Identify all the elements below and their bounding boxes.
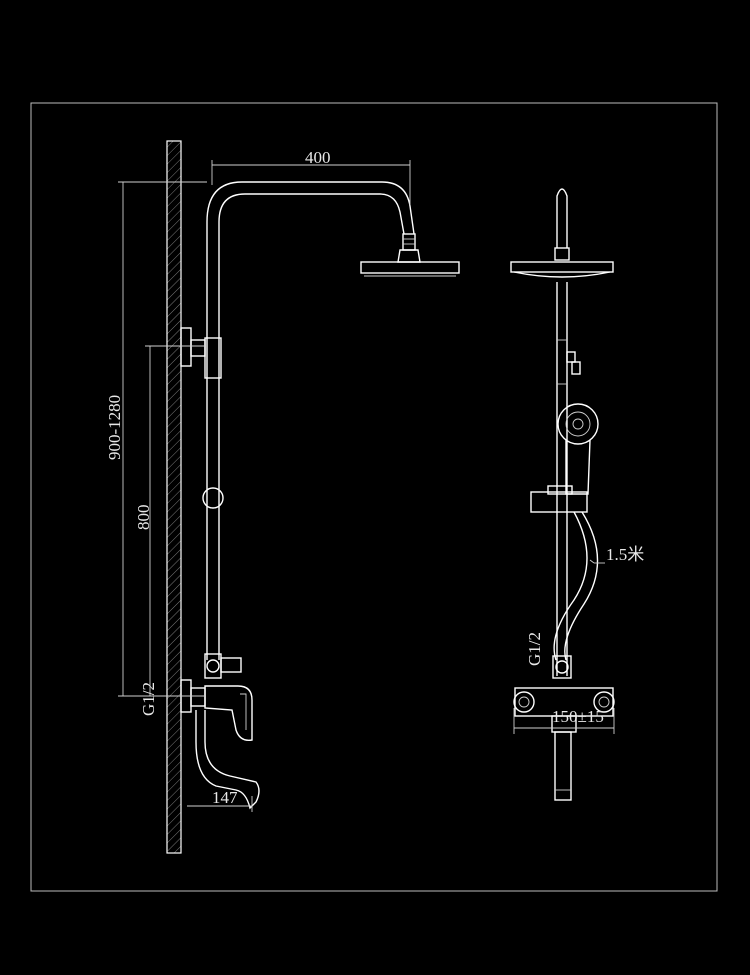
upper-wall-bracket bbox=[180, 327, 192, 367]
label-mount-height: 800 bbox=[134, 505, 153, 531]
drawing-frame bbox=[30, 102, 718, 892]
hand-shower-head bbox=[557, 403, 599, 445]
front-spout bbox=[554, 731, 572, 801]
left-mixer-eccentric bbox=[513, 691, 535, 713]
overhead-shower-head bbox=[360, 261, 460, 274]
side-view bbox=[118, 140, 460, 854]
bath-spout bbox=[195, 710, 260, 810]
label-total-height: 900-1280 bbox=[105, 395, 124, 460]
slide-holder-knob bbox=[202, 487, 224, 509]
right-mixer-eccentric bbox=[593, 691, 615, 713]
slide-holder bbox=[530, 491, 588, 513]
label-hose-length: 1.5米 bbox=[606, 545, 644, 564]
shower-hose bbox=[553, 511, 588, 661]
label-arm-length: 400 bbox=[305, 148, 331, 167]
label-centre-distance: 150±15 bbox=[552, 707, 604, 726]
label-thread-right: G1/2 bbox=[525, 632, 544, 666]
wall-section bbox=[166, 140, 182, 854]
mixer-body bbox=[204, 685, 253, 741]
label-thread-left: G1/2 bbox=[139, 682, 158, 716]
front-shower-head bbox=[510, 261, 614, 273]
label-spout-reach: 147 bbox=[212, 788, 238, 807]
front-view bbox=[510, 188, 615, 801]
hand-shower-handle bbox=[565, 439, 591, 495]
